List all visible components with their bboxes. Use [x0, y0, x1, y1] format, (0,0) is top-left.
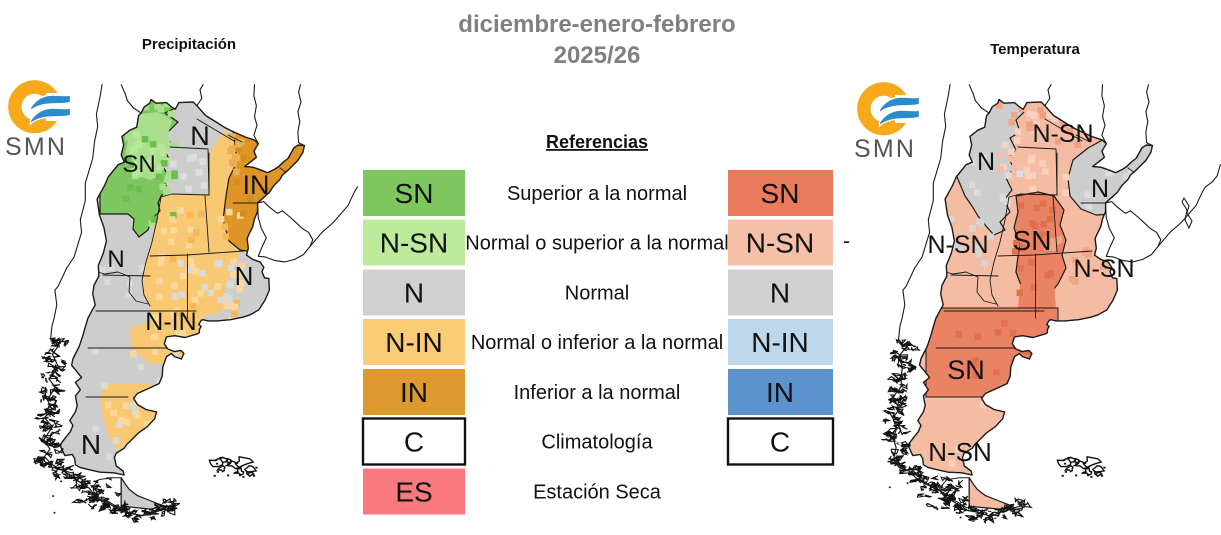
svg-text:ES: ES	[395, 477, 432, 508]
svg-text:Normal o inferior a la normal: Normal o inferior a la normal	[471, 332, 723, 354]
svg-text:Climatología: Climatología	[541, 432, 653, 454]
svg-text:N: N	[81, 429, 101, 460]
svg-text:Superior a la normal: Superior a la normal	[507, 183, 687, 205]
svg-text:Normal: Normal	[565, 283, 629, 305]
svg-text:SMN: SMN	[854, 135, 916, 163]
svg-text:IN: IN	[400, 377, 428, 408]
svg-text:diciembre-enero-febrero: diciembre-enero-febrero	[458, 11, 735, 38]
svg-text:N: N	[190, 121, 210, 151]
svg-text:IN: IN	[766, 377, 794, 408]
svg-text:SN: SN	[122, 151, 155, 178]
svg-text:Referencias: Referencias	[546, 132, 648, 152]
svg-text:N: N	[977, 148, 995, 176]
svg-text:N: N	[107, 246, 124, 273]
svg-text:N: N	[1091, 175, 1109, 203]
svg-text:N-IN: N-IN	[751, 327, 809, 358]
svg-text:Inferior a la normal: Inferior a la normal	[514, 382, 681, 404]
svg-text:-: -	[843, 230, 850, 253]
svg-text:Temperatura: Temperatura	[990, 41, 1080, 58]
svg-text:N-IN: N-IN	[385, 327, 443, 358]
svg-text:Normal o superior a la normal: Normal o superior a la normal	[465, 233, 728, 255]
svg-text:N-SN: N-SN	[1032, 120, 1093, 148]
svg-text:Estación Seca: Estación Seca	[533, 482, 662, 504]
svg-text:N: N	[235, 261, 254, 291]
svg-text:N-SN: N-SN	[1073, 255, 1134, 283]
svg-text:SN: SN	[761, 178, 800, 209]
svg-text:N: N	[404, 278, 424, 309]
svg-text:2025/26: 2025/26	[554, 42, 641, 69]
svg-text:IN: IN	[243, 170, 270, 200]
svg-text:SN: SN	[395, 178, 434, 209]
svg-text:C: C	[404, 427, 424, 458]
svg-text:N-SN: N-SN	[380, 228, 448, 259]
svg-text:N-SN: N-SN	[746, 228, 814, 259]
svg-text:SMN: SMN	[5, 133, 67, 161]
svg-text:C: C	[770, 427, 790, 458]
svg-text:Precipitación: Precipitación	[142, 36, 236, 53]
svg-text:SN: SN	[1013, 225, 1052, 256]
svg-text:N: N	[770, 278, 790, 309]
svg-text:N-SN: N-SN	[928, 437, 992, 467]
svg-text:N-SN: N-SN	[927, 231, 988, 259]
svg-text:SN: SN	[947, 355, 985, 385]
svg-text:N-IN: N-IN	[145, 308, 196, 336]
